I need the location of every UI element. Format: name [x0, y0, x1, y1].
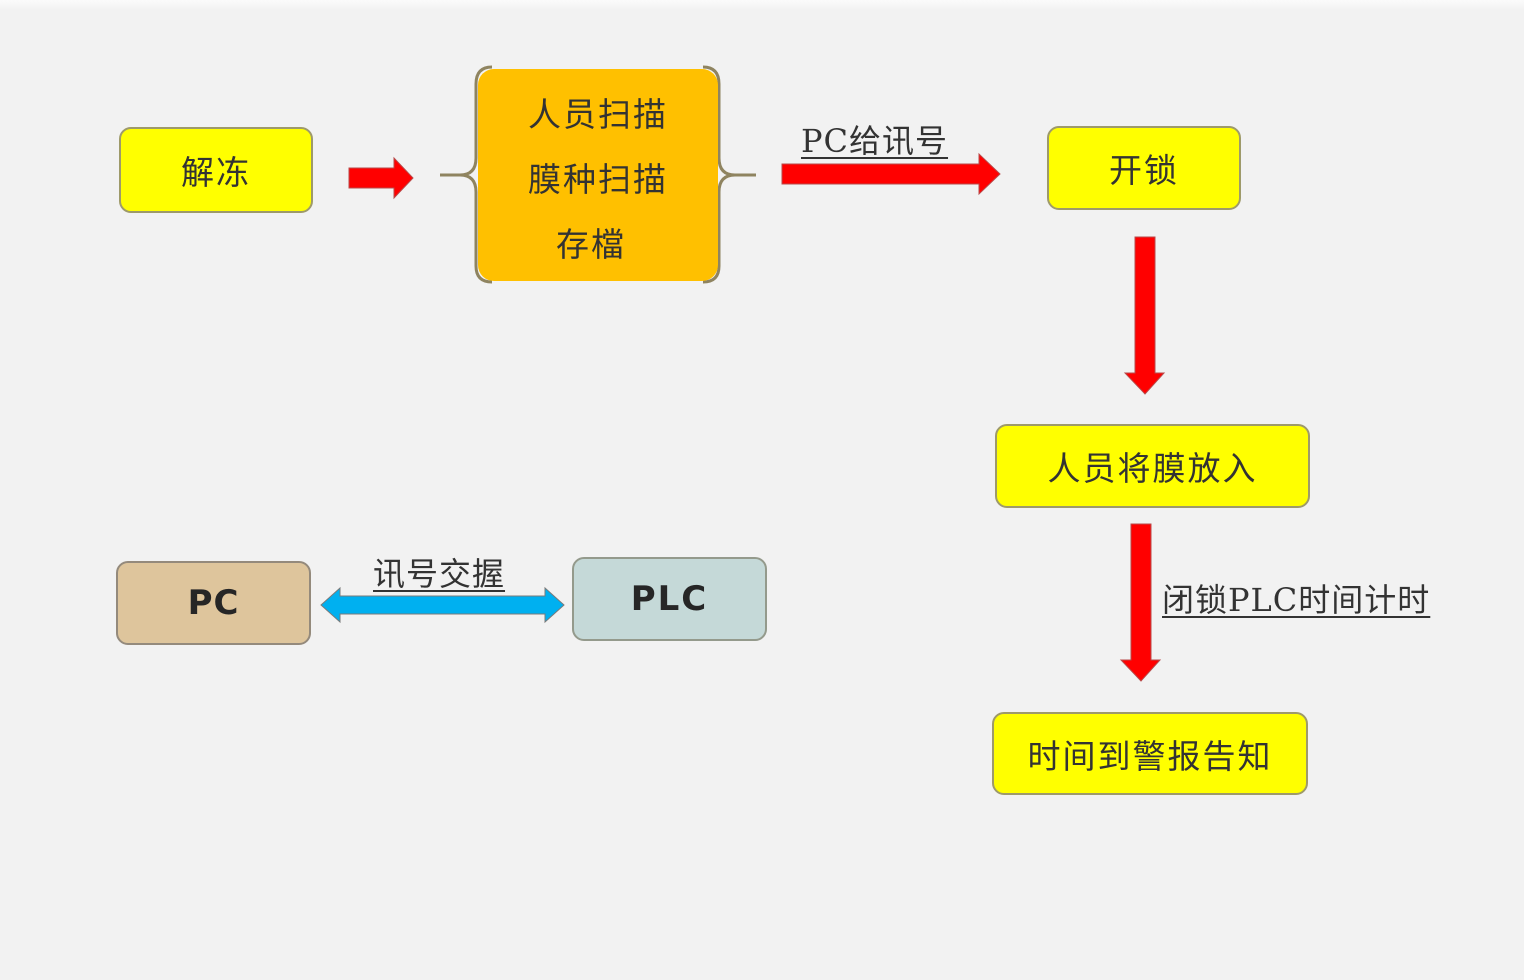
- step-thaw-label: 解冻: [181, 153, 251, 192]
- arrow-pc-plc-handshake: [320, 586, 565, 624]
- arrow-thaw-to-scan: [348, 156, 414, 200]
- scan-group-right-brace: [702, 65, 756, 284]
- scan-line-film-type: 膜种扫描: [528, 159, 668, 199]
- legend-pc-label: PC: [187, 583, 240, 623]
- step-alarm: 时间到警报告知: [992, 712, 1308, 795]
- step-alarm-label: 时间到警报告知: [1027, 736, 1273, 776]
- arrow-scan-to-unlock: [781, 152, 1001, 196]
- legend-plc: PLC: [572, 557, 767, 641]
- step-place-film: 人员将膜放入: [995, 424, 1310, 508]
- step-unlock: 开锁: [1047, 126, 1241, 210]
- label-lock-timer: 闭锁PLC时间计时: [1162, 581, 1431, 619]
- scan-line-person: 人员扫描: [528, 94, 668, 134]
- label-handshake: 讯号交握: [373, 555, 506, 593]
- step-thaw: 解冻: [119, 127, 313, 213]
- top-strip: [0, 0, 1524, 10]
- legend-pc: PC: [116, 561, 311, 645]
- arrow-place-to-alarm: [1119, 523, 1162, 682]
- scan-line-archive: 存檔: [556, 225, 626, 265]
- label-pc-signal: PC给讯号: [801, 122, 949, 160]
- scan-group-left-brace: [440, 65, 493, 284]
- step-scan-group: 人员扫描 膜种扫描 存檔: [478, 69, 718, 281]
- step-unlock-label: 开锁: [1109, 151, 1179, 190]
- step-place-film-label: 人员将膜放入: [1047, 449, 1258, 488]
- arrow-unlock-to-place: [1123, 236, 1166, 395]
- legend-plc-label: PLC: [630, 579, 709, 619]
